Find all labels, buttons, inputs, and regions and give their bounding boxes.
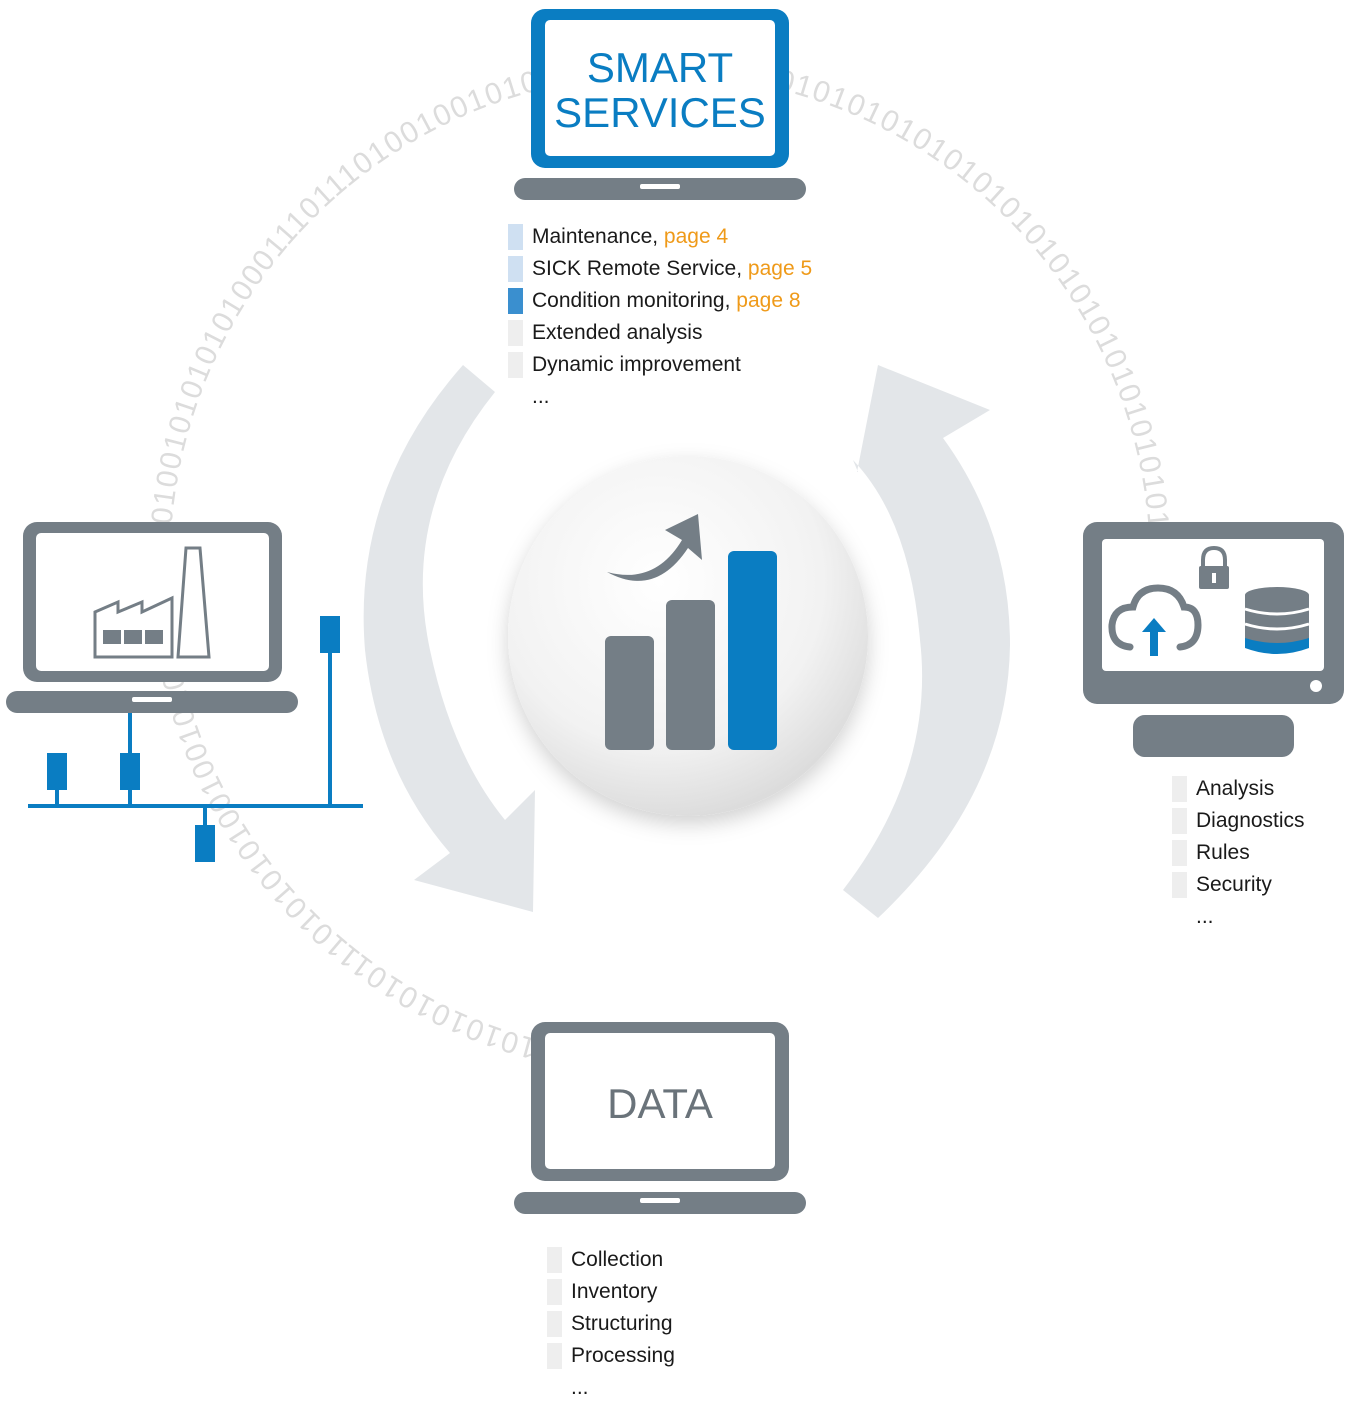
- up-arrow-icon: [843, 365, 1010, 918]
- page-link[interactable]: page 8: [736, 289, 801, 312]
- list-item: Dynamic improvement: [508, 351, 812, 383]
- smart-title-line1: SMART: [587, 44, 733, 91]
- page-link[interactable]: page 4: [663, 225, 729, 248]
- cloud-database-monitor-icon: [1083, 522, 1344, 757]
- list-item: Extended analysis: [508, 319, 812, 351]
- cloud-upload-icon: [1108, 584, 1202, 656]
- marker-square: [508, 256, 523, 282]
- center-growth-chart: [508, 456, 868, 816]
- data-laptop: DATA: [514, 1022, 806, 1214]
- factory-network-laptop-icon: [6, 522, 363, 862]
- list-item-label: Diagnostics: [1196, 809, 1305, 832]
- list-item-label: Extended analysis: [532, 321, 703, 344]
- marker-square: [508, 320, 523, 346]
- list-item-label: SICK Remote Service,: [532, 257, 748, 280]
- marker-square: [1172, 872, 1187, 898]
- smart-title-line2: SERVICES: [554, 89, 766, 136]
- down-arrow-icon: [363, 365, 535, 912]
- marker-square: [547, 1247, 562, 1273]
- list-item: Inventory: [547, 1278, 675, 1310]
- list-item: Processing: [547, 1342, 675, 1374]
- fieldbus-network-icon: [28, 616, 363, 862]
- marker-square: [508, 288, 523, 314]
- list-item-label: Structuring: [571, 1312, 673, 1335]
- list-item: Condition monitoring, page 8: [508, 287, 812, 319]
- list-item: SICK Remote Service, page 5: [508, 255, 812, 287]
- list-item: Analysis: [1172, 775, 1305, 807]
- smart-services-laptop: SMART SERVICES: [514, 9, 806, 200]
- list-ellipsis: ...: [1196, 905, 1214, 928]
- list-item: Diagnostics: [1172, 807, 1305, 839]
- list-item-label: Inventory: [571, 1280, 658, 1303]
- marker-square: [1172, 840, 1187, 866]
- list-item-label: Condition monitoring,: [532, 289, 737, 312]
- list-item: Collection: [547, 1246, 675, 1278]
- growth-bar-chart-icon: [605, 514, 777, 750]
- list-item: Structuring: [547, 1310, 675, 1342]
- data-list: Collection Inventory Structuring Process…: [547, 1246, 675, 1406]
- list-item-label: Security: [1196, 873, 1272, 896]
- list-item-label: Rules: [1196, 841, 1250, 864]
- page-link[interactable]: page 5: [747, 257, 813, 280]
- list-ellipsis: ...: [571, 1376, 589, 1399]
- cycle-arrows: [363, 365, 1010, 918]
- marker-square: [547, 1279, 562, 1305]
- marker-square: [508, 224, 523, 250]
- analysis-list: Analysis Diagnostics Rules Security ...: [1172, 775, 1305, 935]
- lock-icon: [1199, 545, 1229, 589]
- marker-square: [547, 1311, 562, 1337]
- list-item-label: Dynamic improvement: [532, 353, 741, 376]
- factory-icon: [93, 546, 211, 659]
- list-item: Rules: [1172, 839, 1305, 871]
- list-item-label: Collection: [571, 1248, 664, 1271]
- list-item-label: Analysis: [1196, 777, 1275, 800]
- data-title: DATA: [607, 1080, 713, 1127]
- marker-square: [547, 1343, 562, 1369]
- marker-square: [1172, 776, 1187, 802]
- marker-square: [508, 352, 523, 378]
- list-item-label: Maintenance,: [532, 225, 664, 248]
- list-item: Maintenance, page 4: [508, 223, 812, 255]
- list-item-label: Processing: [571, 1344, 675, 1367]
- list-item: Security: [1172, 871, 1305, 903]
- smart-services-list: Maintenance, page 4 SICK Remote Service,…: [508, 223, 812, 415]
- database-icon: [1244, 587, 1310, 654]
- marker-square: [1172, 808, 1187, 834]
- list-ellipsis: ...: [532, 385, 550, 408]
